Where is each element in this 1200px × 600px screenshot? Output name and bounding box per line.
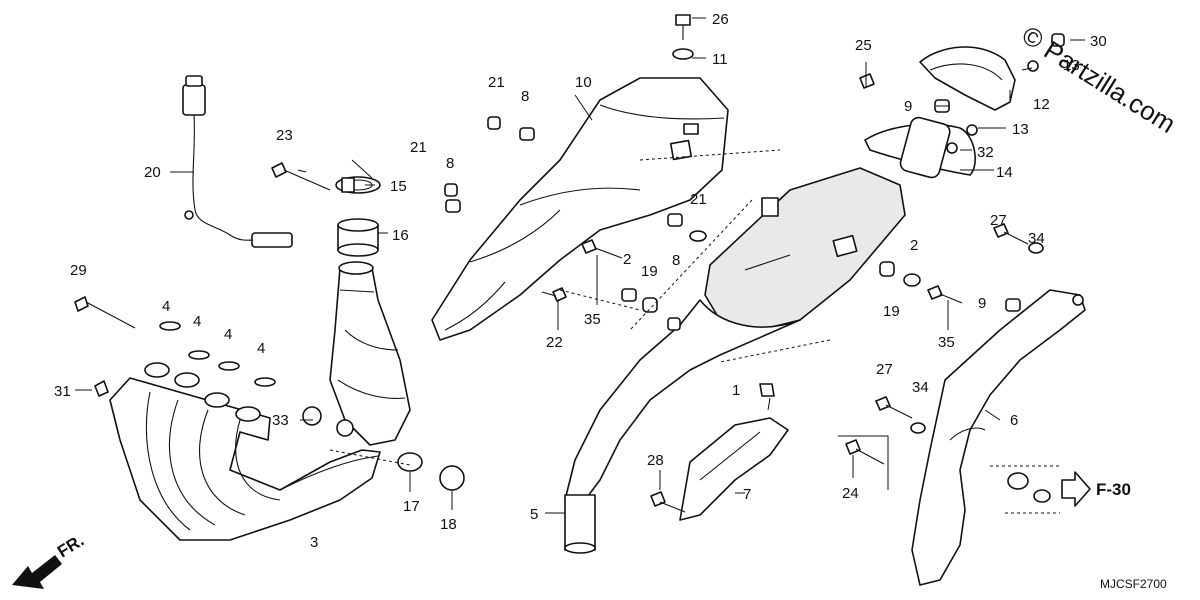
- callout-label: 21: [690, 191, 707, 208]
- front-arrow-icon: [12, 555, 62, 589]
- watermark-text: Partzilla.com: [1039, 35, 1181, 139]
- callout-label: 35: [938, 334, 955, 351]
- callout-label: 13: [1063, 57, 1080, 74]
- exhaust-manifold: [109, 261, 411, 541]
- callout-label: 8: [446, 155, 454, 172]
- callout-label: 32: [977, 144, 994, 161]
- callout-label: 23: [276, 127, 293, 144]
- callout-label: 33: [272, 412, 289, 429]
- callout-label: 15: [390, 178, 407, 195]
- callout-label: 7: [743, 486, 751, 503]
- callout-label: 27: [990, 212, 1007, 229]
- callout-label: 10: [575, 74, 592, 91]
- callout-label: 3: [310, 534, 318, 551]
- callout-label: 20: [144, 164, 161, 181]
- f30-reference: F-30: [1061, 471, 1131, 507]
- o2-sensor: [182, 75, 293, 248]
- reference-arrow-icon: [1061, 471, 1091, 507]
- callout-label: 16: [392, 227, 409, 244]
- callout-label: 4: [257, 340, 265, 357]
- callout-label: 18: [440, 516, 457, 533]
- callout-label: 27: [876, 361, 893, 378]
- callout-label: 19: [883, 303, 900, 320]
- callout-label: 4: [162, 298, 170, 315]
- callout-label: 14: [996, 164, 1013, 181]
- callout-label: 13: [1012, 121, 1029, 138]
- callout-label: 9: [904, 98, 912, 115]
- front-label: FR.: [54, 531, 87, 562]
- callout-label: 21: [488, 74, 505, 91]
- callout-label: 31: [54, 383, 71, 400]
- hardware: [74, 14, 1065, 513]
- front-direction: FR.: [12, 531, 87, 589]
- callout-label: 4: [193, 313, 201, 330]
- callout-label: 35: [584, 311, 601, 328]
- heat-shield: [431, 77, 729, 341]
- callout-label: 9: [978, 295, 986, 312]
- reference-label: F-30: [1096, 480, 1131, 499]
- callout-label: 2: [623, 251, 631, 268]
- hanger-bracket: [911, 289, 1086, 586]
- dashed-reference-lines: [329, 149, 1060, 514]
- muffler: [564, 116, 976, 554]
- callout-label: 2: [910, 237, 918, 254]
- callout-label: 1: [732, 382, 740, 399]
- diagram-code: MJCSF2700: [1100, 577, 1167, 591]
- clamp-and-gasket: [335, 176, 381, 257]
- callout-label: 4: [224, 326, 232, 343]
- callout-label: 12: [1033, 96, 1050, 113]
- callout-label: 24: [842, 485, 859, 502]
- callout-label: 8: [521, 88, 529, 105]
- end-cover: [919, 46, 1016, 111]
- bracket-7: [679, 417, 789, 521]
- callout-label: 5: [530, 506, 538, 523]
- callout-label: 29: [70, 262, 87, 279]
- callout-label: 26: [712, 11, 729, 28]
- callout-label: 11: [712, 51, 728, 68]
- callout-label: 8: [672, 252, 680, 269]
- callout-label: 34: [1028, 230, 1045, 247]
- callout-label: 19: [641, 263, 658, 280]
- callout-label: 30: [1090, 33, 1107, 50]
- callout-label: 17: [403, 498, 420, 515]
- callout-label: 25: [855, 37, 872, 54]
- callout-label: 28: [647, 452, 664, 469]
- callout-label: 22: [546, 334, 563, 351]
- callout-labels: 1 2 2 3 4 4 4 4 5 6 7 8 8 8 9 9 10 11 12…: [54, 11, 1107, 551]
- callout-label: 34: [912, 379, 929, 396]
- callout-label: 21: [410, 139, 427, 156]
- leader-lines: [75, 17, 1085, 514]
- callout-label: 6: [1010, 412, 1018, 429]
